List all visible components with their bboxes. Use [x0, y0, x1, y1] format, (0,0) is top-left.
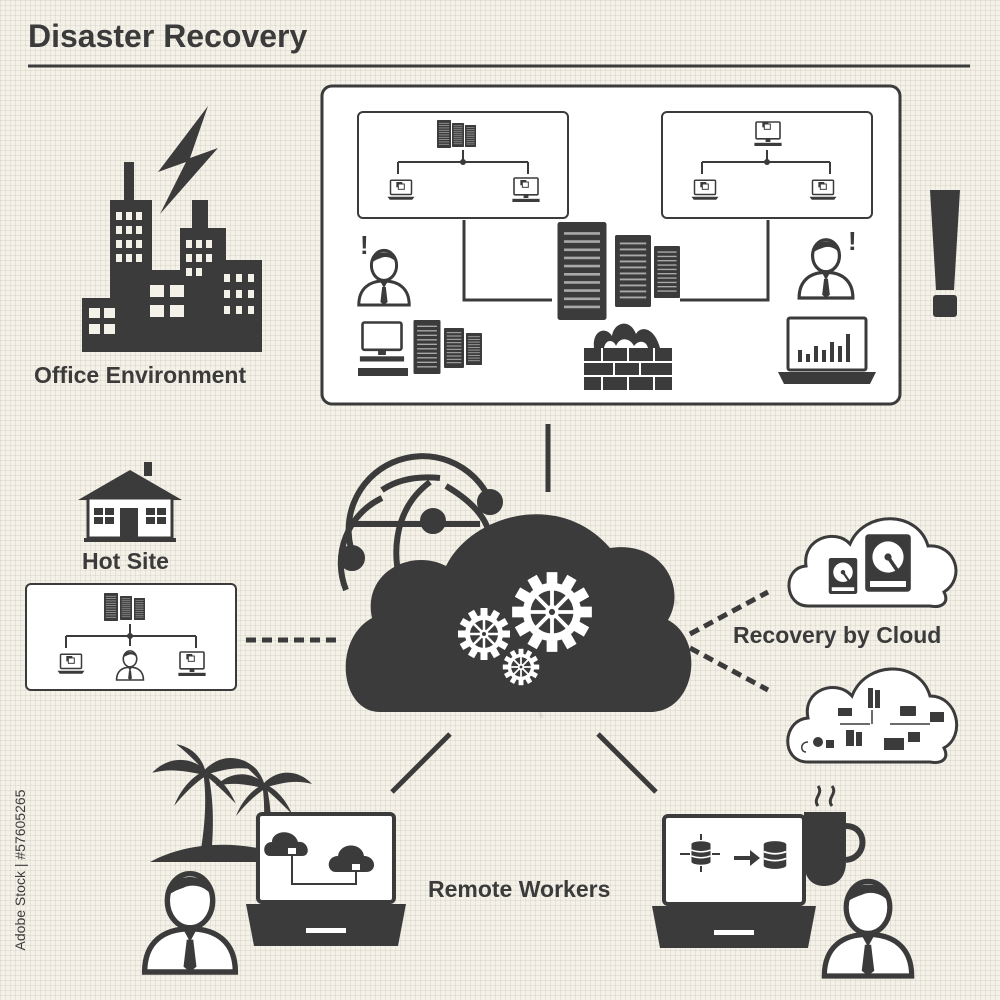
palm-tree-icon — [152, 744, 258, 852]
office-link-lines — [462, 220, 770, 302]
hot-site-label: Hot Site — [82, 548, 169, 574]
server-rack-icon — [555, 222, 609, 320]
server-rack-icon — [615, 233, 651, 309]
server-rack-icon — [452, 122, 464, 148]
lightning-icon — [158, 106, 218, 214]
laptop-icon — [246, 812, 406, 946]
recovery-cloud-storage — [787, 517, 958, 608]
exclamation-small: ! — [360, 230, 369, 260]
remote-links — [390, 732, 658, 794]
exclamation-small: ! — [848, 226, 857, 256]
laptop-icon — [652, 814, 816, 948]
hard-drive-icon — [864, 532, 912, 594]
server-rack-icon — [444, 327, 464, 369]
remote-worker-left — [145, 744, 406, 972]
server-rack-icon — [134, 597, 145, 621]
stock-id-caption: Adobe Stock | #57605265 — [10, 770, 30, 970]
hard-drive-icon — [828, 556, 858, 596]
page-title: Disaster Recovery — [28, 18, 308, 54]
database-icon — [762, 840, 788, 870]
exclamation-icon — [930, 190, 960, 317]
server-rack-icon — [120, 595, 132, 621]
laptop-chart-icon — [778, 316, 876, 384]
office-environment-label: Office Environment — [34, 362, 247, 388]
server-rack-icon — [654, 244, 680, 300]
cloud-gears-icon — [345, 514, 692, 712]
user-icon — [824, 881, 911, 976]
house-icon — [78, 462, 182, 542]
globe-icon — [337, 453, 503, 598]
server-rack-icon — [437, 119, 451, 149]
firewall-icon — [584, 323, 672, 390]
remote-workers-label: Remote Workers — [428, 876, 611, 902]
coffee-cup-icon — [804, 785, 866, 886]
server-rack-icon — [412, 320, 442, 374]
recovery-cloud-links — [688, 589, 770, 693]
database-icon — [690, 840, 712, 866]
server-rack-icon — [465, 124, 476, 148]
recovery-by-cloud-label: Recovery by Cloud — [733, 622, 942, 648]
server-rack-icon — [466, 332, 482, 366]
recovery-cloud-office — [786, 667, 959, 764]
user-icon — [145, 874, 236, 972]
stock-id-text: Adobe Stock | #57605265 — [12, 789, 28, 951]
server-rack-icon — [104, 592, 118, 622]
remote-worker-right — [652, 785, 912, 976]
office-city — [82, 106, 262, 352]
